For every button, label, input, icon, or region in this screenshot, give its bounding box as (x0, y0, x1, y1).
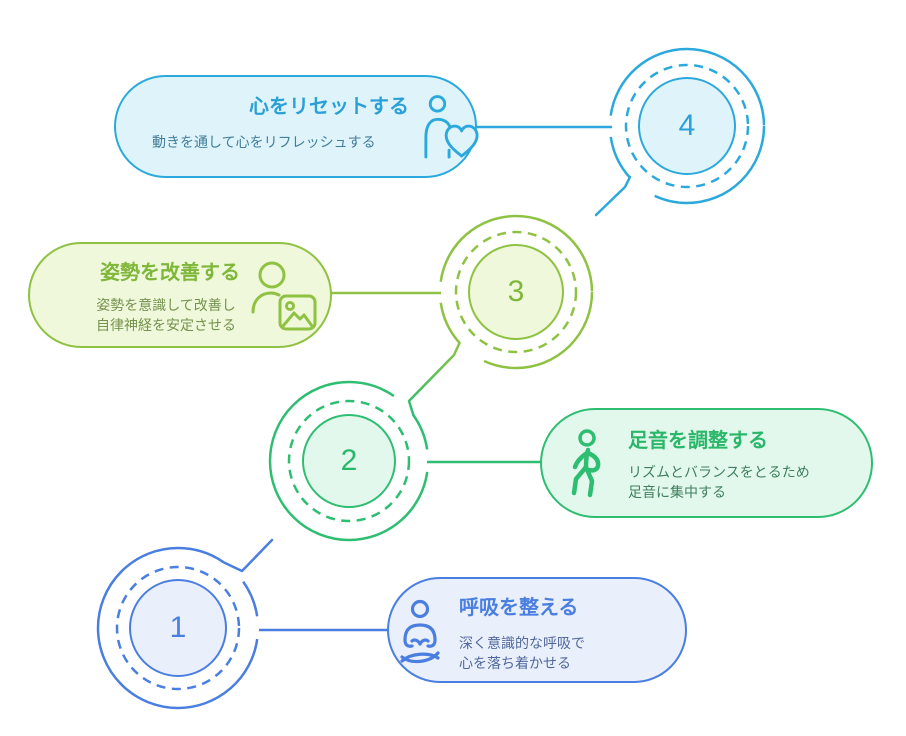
step-3-subtitle: 姿勢を意識して改善し 自律神経を安定させる (96, 297, 236, 333)
step-1-title: 呼吸を整える (459, 597, 579, 619)
step-1-subtitle: 深く意識的な呼吸で 心を落ち着かせる (459, 635, 585, 671)
step-1-pill: 呼吸を整える 深く意識的な呼吸で 心を落ち着かせる (387, 577, 687, 683)
step-3-to-2-tail (407, 341, 461, 417)
step-3-number: 3 (507, 275, 525, 308)
step-3-outer-ring (438, 214, 594, 370)
step-3-pill: 姿勢を改善する 姿勢を意識して改善し 自律神経を安定させる (28, 242, 332, 348)
step-4-number-circle: 4 (638, 77, 736, 175)
meditation-icon (400, 599, 440, 664)
step-3-title: 姿勢を改善する (100, 262, 240, 284)
step-2-number: 2 (340, 444, 358, 477)
step-1-number: 1 (169, 611, 187, 644)
step-1-dashed-ring (115, 565, 241, 691)
step-2-outer-ring (268, 380, 430, 542)
step-1-outer-ring (96, 546, 260, 710)
step-2-pill: 足音を調整する リズムとバランスをとるため 足音に集中する (540, 408, 873, 518)
step-2-title: 足音を調整する (628, 430, 768, 452)
step-4-dashed-ring (624, 63, 750, 189)
step-1-to-2-tail (222, 538, 274, 573)
person-photo-icon (251, 261, 317, 331)
step-4-to-3-tail (594, 175, 632, 217)
step-3-dashed-ring (454, 230, 578, 354)
step-2-dashed-ring (287, 399, 411, 523)
person-heart-icon (424, 95, 479, 159)
step-2-number-circle: 2 (302, 414, 396, 508)
step-2-subtitle: リズムとバランスをとるため 足音に集中する (628, 464, 810, 500)
step-4-subtitle: 動きを通して心をリフレッシュする (152, 134, 376, 150)
step-4-number: 4 (678, 109, 696, 142)
step-3-number-circle: 3 (468, 244, 564, 340)
step-4-pill: 心をリセットする 動きを通して心をリフレッシュする (114, 75, 479, 178)
step-4-outer-ring (608, 47, 766, 205)
step-1-number-circle: 1 (129, 579, 227, 677)
step-4-title: 心をリセットする (249, 96, 409, 118)
walking-person-icon (571, 429, 601, 498)
